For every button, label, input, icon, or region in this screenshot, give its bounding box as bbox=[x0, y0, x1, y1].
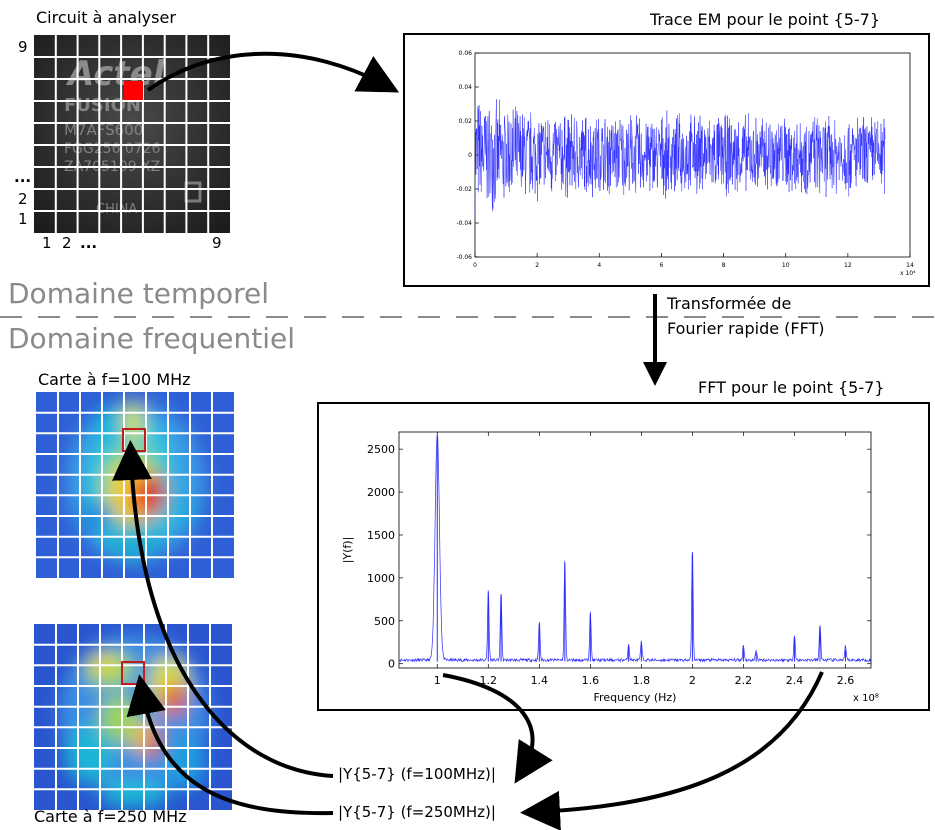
circuit-title: Circuit à analyser bbox=[36, 8, 176, 27]
em-trace-series bbox=[474, 99, 886, 218]
fft-x-axis-label: Frequency (Hz) bbox=[594, 691, 677, 704]
col-label-9: 9 bbox=[212, 234, 222, 252]
em-y-tick-label: -0.02 bbox=[456, 186, 472, 193]
fft-panel: 1 1.2 1.4 1.6 1.8 2 2.2 2.4 2.6 0 500 1000 1500 2000 2… bbox=[317, 402, 930, 711]
circuit-grid bbox=[34, 35, 230, 233]
fft-x-tick-label: 2.4 bbox=[786, 674, 804, 687]
fft-title: FFT pour le point {5-7} bbox=[698, 378, 885, 397]
em-y-tick-label: 0.04 bbox=[459, 84, 473, 91]
chip-line-china: CHINA bbox=[96, 202, 137, 217]
temporal-domain-label: Domaine temporel bbox=[8, 277, 270, 310]
fft-step-arrow bbox=[643, 294, 667, 386]
em-x-tick-label: 8 bbox=[722, 262, 726, 269]
fft-step-line1: Transformée de bbox=[667, 294, 794, 313]
em-x-tick-label: 2 bbox=[535, 262, 539, 269]
fft-y-tick-label: 500 bbox=[374, 615, 395, 628]
map250-title: Carte à f=250 MHz bbox=[34, 807, 187, 826]
em-trace-chart: 0 2 4 6 8 10 12 14 -0.06 -0.04 -0.02 0 0.02 0.04 0.06 x… bbox=[456, 50, 916, 277]
em-x-tick-label: 0 bbox=[473, 262, 477, 269]
row-label-9: 9 bbox=[18, 38, 28, 56]
fft-x-tick-label: 1 bbox=[434, 674, 441, 687]
fft-x-tick-label: 1.2 bbox=[480, 674, 498, 687]
fft-y-axis-label: |Y(f)| bbox=[341, 537, 354, 564]
frequential-domain-label: Domaine frequentiel bbox=[8, 322, 296, 355]
fft-x-exponent: x 10⁸ bbox=[853, 693, 879, 704]
em-y-tick-label: 0.02 bbox=[459, 118, 473, 125]
em-y-tick-label: -0.06 bbox=[456, 254, 472, 261]
em-y-tick-label: 0 bbox=[468, 152, 472, 159]
fft-y-tick-label: 2000 bbox=[367, 486, 395, 499]
fft-x-tick-label: 1.6 bbox=[582, 674, 600, 687]
em-x-tick-label: 14 bbox=[906, 262, 914, 269]
row-label-2: 2 bbox=[18, 190, 28, 208]
fft-y-tick-label: 0 bbox=[388, 658, 395, 671]
value-label-100mhz: |Y{5-7} (f=100MHz)| bbox=[338, 765, 496, 783]
em-x-tick-label: 10 bbox=[782, 262, 790, 269]
col-label-dots: ... bbox=[80, 234, 98, 252]
fft-y-tick-label: 1500 bbox=[367, 529, 395, 542]
em-trace-panel: 0 2 4 6 8 10 12 14 -0.06 -0.04 -0.02 0 0.02 0.04 0.06 x… bbox=[403, 33, 930, 287]
em-y-tick-label: 0.06 bbox=[459, 50, 473, 57]
fft-x-tick-label: 2.2 bbox=[735, 674, 753, 687]
chip-logo: Actel bbox=[65, 54, 166, 94]
map100-heatmap bbox=[36, 392, 234, 578]
fft-step-line2: Fourier rapide (FFT) bbox=[667, 319, 827, 338]
col-label-1: 1 bbox=[42, 234, 52, 252]
em-x-tick-label: 6 bbox=[660, 262, 664, 269]
fft-x-tick-label: 2 bbox=[689, 674, 696, 687]
fft-chart: 1 1.2 1.4 1.6 1.8 2 2.2 2.4 2.6 0 500 1000 1500 2000 2… bbox=[341, 431, 879, 704]
map100-title: Carte à f=100 MHz bbox=[38, 370, 191, 389]
circuit-chip-image: Actel FUSION M7AFS600 FGG256 0726 ZA7051… bbox=[34, 35, 230, 233]
row-label-dots: ... bbox=[14, 168, 32, 186]
em-x-tick-label: 4 bbox=[597, 262, 601, 269]
domain-separator-line bbox=[0, 316, 935, 318]
map250-heatmap bbox=[34, 624, 232, 810]
selected-point-marker bbox=[124, 81, 143, 100]
em-x-exponent: x 10⁴ bbox=[900, 270, 916, 277]
row-label-1: 1 bbox=[18, 210, 28, 228]
fft-x-tick-label: 1.8 bbox=[633, 674, 651, 687]
em-y-tick-label: -0.04 bbox=[456, 220, 472, 227]
fft-spectrum-series bbox=[398, 433, 872, 663]
value-label-250mhz: |Y{5-7} (f=250MHz)| bbox=[338, 803, 496, 821]
fft-x-tick-label: 1.4 bbox=[531, 674, 549, 687]
fft-y-tick-label: 2500 bbox=[367, 443, 395, 456]
em-trace-title: Trace EM pour le point {5-7} bbox=[650, 10, 881, 29]
fft-y-tick-label: 1000 bbox=[367, 572, 395, 585]
em-x-tick-label: 12 bbox=[844, 262, 852, 269]
chip-line-part: M7AFS600 bbox=[64, 121, 143, 139]
col-label-2: 2 bbox=[62, 234, 72, 252]
fft-plot-area bbox=[398, 431, 872, 669]
fft-x-tick-label: 2.6 bbox=[837, 674, 855, 687]
